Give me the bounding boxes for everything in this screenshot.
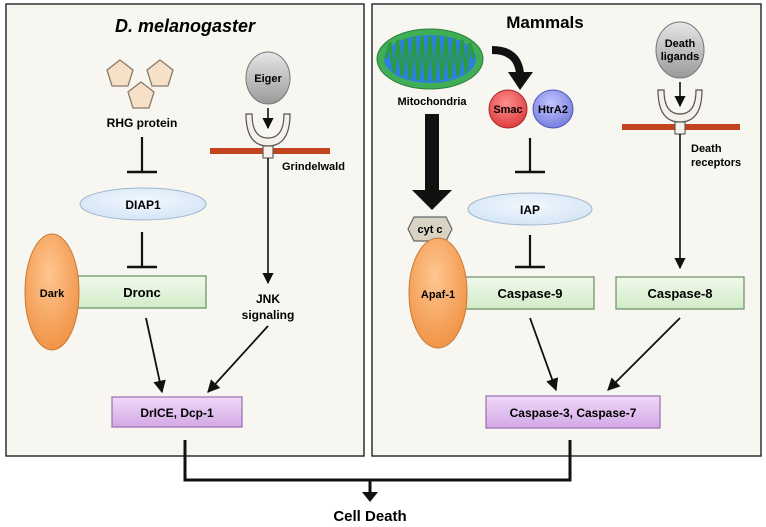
dronc-to-drice-arrow <box>145 317 166 394</box>
death-ligands-ball <box>655 21 705 79</box>
drice-dcp1-box <box>111 396 243 428</box>
casp9-to-casp37-arrow <box>529 317 559 392</box>
grindelwald-stem <box>262 145 274 159</box>
dronc-box <box>77 275 207 309</box>
iap-label: IAP <box>520 203 540 217</box>
caspase9-box <box>465 276 595 310</box>
grindelwald-receptor <box>245 113 291 147</box>
diap1-label: DIAP1 <box>125 198 161 212</box>
dark-oval <box>24 233 80 351</box>
caspase37-label: Caspase-3, Caspase-7 <box>510 406 637 420</box>
mitochondria-icon <box>376 28 484 90</box>
rhg-protein-label: RHG protein <box>107 116 178 130</box>
apaf1-label: Apaf-1 <box>421 289 455 301</box>
casp8-to-casp37-arrow <box>607 317 681 391</box>
death-receptors-label-line2: receptors <box>691 157 741 169</box>
grindelwald-label: Grindelwald <box>282 161 345 173</box>
mammal-panel-title: Mammals <box>506 13 583 32</box>
diap1-oval <box>79 187 207 221</box>
death-receptor-shape <box>657 89 703 123</box>
jnk-to-drice-arrow <box>207 325 269 393</box>
rhg-protein-pentagons <box>106 59 174 109</box>
mito-to-smac-arrow <box>491 46 524 75</box>
jnk-label-line2: signaling <box>242 308 295 322</box>
fly-panel-title: D. melanogaster <box>115 16 256 36</box>
htra2-label: HtrA2 <box>538 104 568 116</box>
caspase8-box <box>615 276 745 310</box>
htra2-ball <box>532 89 574 129</box>
iap-oval <box>467 192 593 226</box>
death-ligands-label-line2: ligands <box>661 51 700 63</box>
apaf1-oval <box>408 237 468 349</box>
death-ligands-label-line1: Death <box>665 38 696 50</box>
cytc-label: cyt c <box>417 224 442 236</box>
jnk-label-line1: JNK <box>256 292 280 306</box>
mito-to-smac-arrowhead <box>508 72 533 90</box>
drice-dcp1-label: DrICE, Dcp-1 <box>140 406 214 420</box>
caspase37-box <box>485 395 661 429</box>
cell-death-arrowhead <box>362 492 378 502</box>
mitochondria-label: Mitochondria <box>397 96 467 108</box>
eiger-label: Eiger <box>254 73 282 85</box>
smac-label: Smac <box>493 104 522 116</box>
cell-death-label: Cell Death <box>333 508 406 525</box>
cytc-hexagon <box>407 216 453 242</box>
dark-label: Dark <box>40 288 65 300</box>
death-receptors-label-line1: Death <box>691 143 722 155</box>
caspase9-label: Caspase-9 <box>497 286 562 301</box>
death-receptor-stem <box>674 121 686 135</box>
caspase8-label: Caspase-8 <box>647 286 712 301</box>
smac-ball <box>488 89 528 129</box>
cell-death-connector <box>183 440 572 482</box>
fly-panel <box>5 3 365 457</box>
eiger-ball <box>245 51 291 105</box>
mito-to-cytc-arrowhead <box>412 190 452 210</box>
mito-to-cytc-shaft <box>425 114 439 192</box>
dronc-label: Dronc <box>123 285 161 300</box>
